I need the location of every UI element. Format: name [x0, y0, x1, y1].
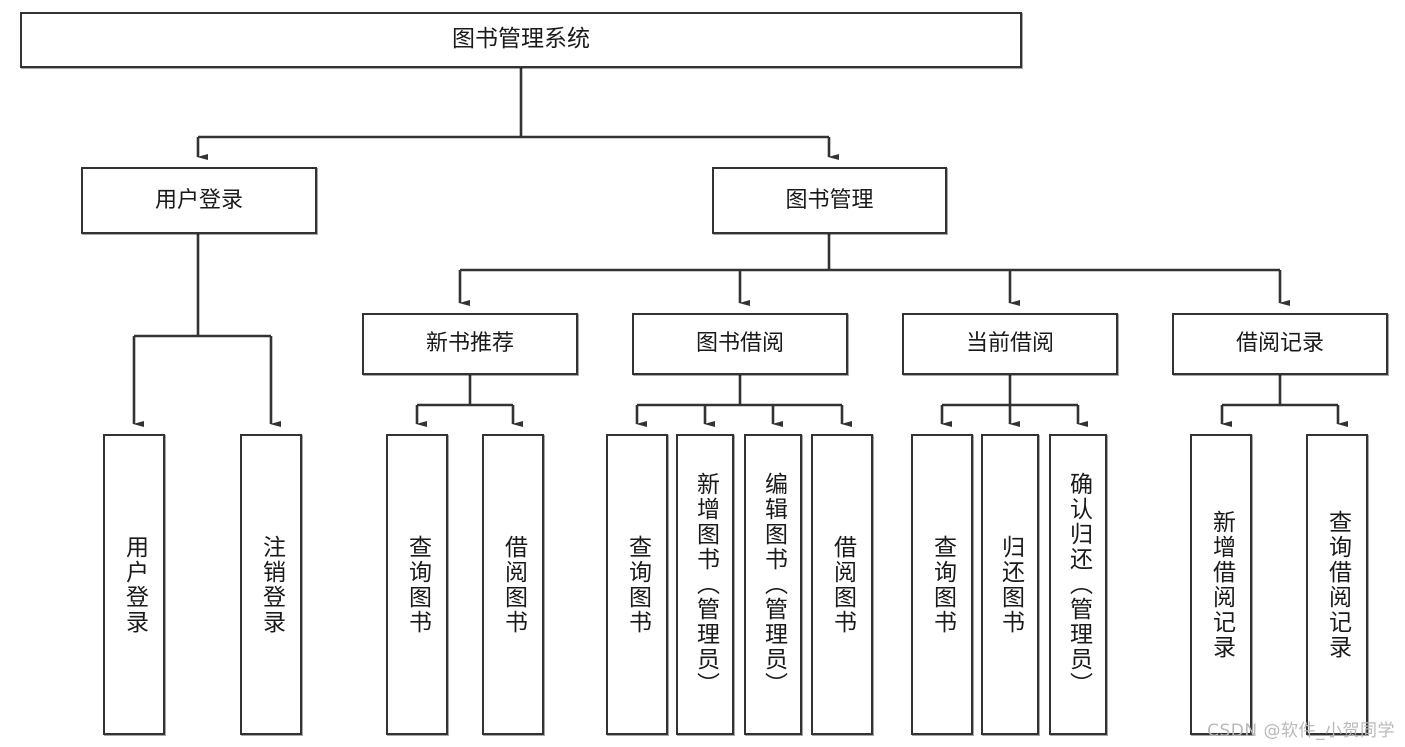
node-leaf-confirm-return[interactable]: 确认归还（管理员）	[1049, 434, 1107, 735]
node-root[interactable]: 图书管理系统	[20, 12, 1022, 68]
node-leaf-user-logout[interactable]: 注销登录	[240, 434, 302, 735]
node-leaf-add-record[interactable]: 新增借阅记录	[1190, 434, 1252, 735]
node-borrow-record[interactable]: 借阅记录	[1172, 313, 1388, 375]
node-leaf-edit-book[interactable]: 编辑图书（管理员）	[744, 434, 802, 735]
node-leaf-user-login[interactable]: 用户登录	[103, 434, 165, 735]
node-root-label: 图书管理系统	[452, 26, 590, 53]
node-leaf-add-record-label: 新增借阅记录	[1208, 509, 1235, 660]
node-new-book-rec[interactable]: 新书推荐	[362, 313, 578, 375]
node-leaf-query-book-2[interactable]: 查询图书	[606, 434, 668, 735]
node-leaf-borrow-book-2[interactable]: 借阅图书	[811, 434, 873, 735]
node-leaf-user-login-label: 用户登录	[121, 534, 148, 635]
node-leaf-query-record[interactable]: 查询借阅记录	[1306, 434, 1368, 735]
node-leaf-query-record-label: 查询借阅记录	[1324, 509, 1351, 660]
node-leaf-add-book-label: 新增图书（管理员）	[692, 472, 719, 697]
node-new-book-rec-label: 新书推荐	[425, 331, 514, 357]
node-current-borrow[interactable]: 当前借阅	[902, 313, 1118, 375]
node-leaf-query-book-2-label: 查询图书	[624, 534, 651, 635]
node-book-borrow[interactable]: 图书借阅	[632, 313, 848, 375]
node-leaf-query-book-1[interactable]: 查询图书	[386, 434, 448, 735]
node-leaf-confirm-return-label: 确认归还（管理员）	[1065, 472, 1092, 697]
node-leaf-borrow-book-1-label: 借阅图书	[500, 534, 527, 635]
node-leaf-edit-book-label: 编辑图书（管理员）	[760, 472, 787, 697]
node-leaf-return-book-label: 归还图书	[997, 534, 1024, 635]
node-leaf-borrow-book-2-label: 借阅图书	[829, 534, 856, 635]
node-leaf-borrow-book-1[interactable]: 借阅图书	[482, 434, 544, 735]
node-book-manage[interactable]: 图书管理	[712, 167, 947, 234]
node-leaf-user-logout-label: 注销登录	[258, 534, 285, 635]
node-leaf-query-book-3-label: 查询图书	[929, 534, 956, 635]
node-leaf-add-book[interactable]: 新增图书（管理员）	[676, 434, 734, 735]
node-user-login-label: 用户登录	[154, 187, 243, 213]
node-borrow-record-label: 借阅记录	[1235, 331, 1324, 357]
node-leaf-query-book-1-label: 查询图书	[404, 534, 431, 635]
node-current-borrow-label: 当前借阅	[965, 331, 1054, 357]
node-book-borrow-label: 图书借阅	[695, 331, 784, 357]
node-book-manage-label: 图书管理	[785, 187, 874, 213]
node-leaf-return-book[interactable]: 归还图书	[981, 434, 1039, 735]
node-user-login[interactable]: 用户登录	[81, 167, 317, 234]
node-leaf-query-book-3[interactable]: 查询图书	[911, 434, 973, 735]
